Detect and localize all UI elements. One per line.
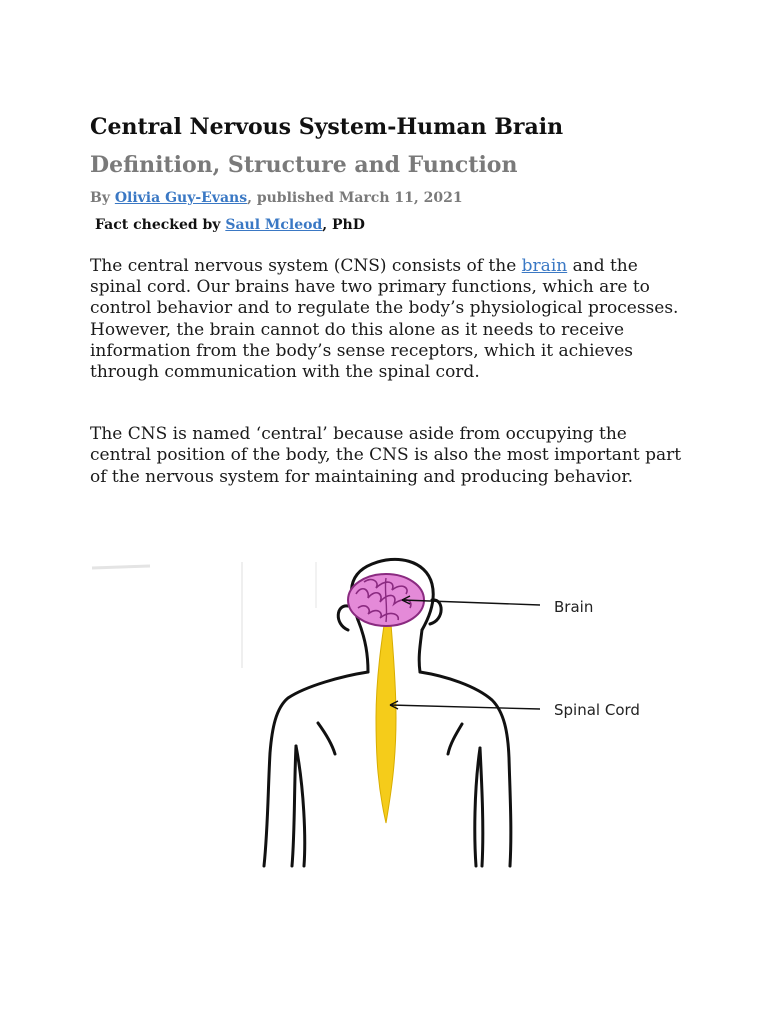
left-torso (294, 744, 307, 868)
spinal-cord-shape (375, 611, 397, 824)
right-arm-outer (418, 670, 513, 868)
right-arm-inner (478, 746, 485, 868)
paragraph-1: The central nervous system (CNS) consist… (90, 256, 690, 383)
factcheck-line: Fact checked by Saul Mcleod, PhD (95, 215, 690, 235)
brain-link[interactable]: brain (521, 256, 568, 276)
artifact-mark (91, 564, 151, 570)
byline-by: By (90, 190, 115, 206)
brain-pointer-arrowhead (401, 595, 411, 605)
paragraph-1-text-after: and the spinal cord. Our brains have two… (90, 256, 679, 383)
neck-left (356, 618, 370, 674)
left-ear (336, 604, 350, 632)
body-outline (262, 557, 513, 868)
reviewer-link[interactable]: Saul Mcleod (225, 217, 323, 233)
author-link[interactable]: Olivia Guy-Evans (114, 190, 248, 206)
pointer-lines (389, 595, 541, 710)
left-chest-crease (316, 721, 337, 756)
factcheck-suffix: , PhD (322, 217, 365, 233)
article: Central Nervous System-Human Brain Defin… (90, 112, 690, 488)
cns-diagram-svg: Brain Spinal Cord (91, 557, 640, 868)
factcheck-prefix: Fact checked by (95, 217, 226, 233)
neck-right (417, 628, 424, 674)
brain-pointer-line (401, 599, 541, 606)
left-arm-outer (262, 670, 370, 868)
right-chest-crease (446, 722, 464, 756)
article-title: Central Nervous System-Human Brain (90, 114, 564, 140)
spinal-cord-pointer-arrowhead (389, 700, 399, 710)
byline-published: , published March 11, 2021 (247, 190, 463, 206)
spinal-cord-pointer-line (389, 704, 541, 710)
right-torso (473, 746, 482, 868)
label-brain: Brain (554, 598, 593, 616)
label-spinal-cord: Spinal Cord (554, 701, 640, 719)
article-subtitle: Definition, Structure and Function (90, 152, 518, 178)
cns-diagram: Brain Spinal Cord (80, 548, 700, 873)
byline: By Olivia Guy-Evans, published March 11,… (90, 188, 690, 208)
right-ear (428, 598, 443, 626)
left-arm-inner (290, 744, 298, 868)
paragraph-2: The CNS is named ‘central’ because aside… (90, 424, 682, 487)
paragraph-1-text-before: The central nervous system (CNS) consist… (90, 256, 522, 276)
